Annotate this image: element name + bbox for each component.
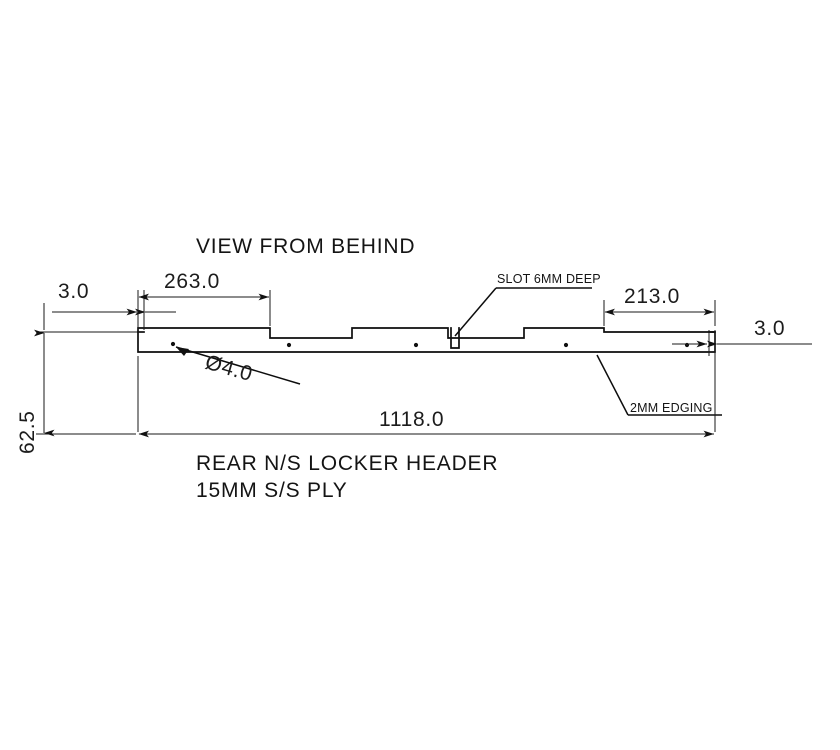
left-offset-dim-text: 3.0 <box>58 280 89 303</box>
dimension-right-offset: 3.0 <box>672 317 812 360</box>
part-name-label: REAR N/S LOCKER HEADER <box>196 452 498 475</box>
dimension-height: 62.5 <box>16 329 140 454</box>
dimension-right-segment: 213.0 <box>603 285 716 326</box>
material-label: 15MM S/S PLY <box>196 479 348 502</box>
hole-diameter-callout: Ø4.0 <box>175 346 301 386</box>
dimension-overall-length: 1118.0 <box>137 356 716 438</box>
slot-detail <box>450 327 460 349</box>
dimension-left-offset: 3.0 <box>43 280 176 330</box>
slot-note-label: SLOT 6MM DEEP <box>497 272 601 286</box>
right-offset-dim-text: 3.0 <box>754 317 785 340</box>
slot-callout: SLOT 6MM DEEP <box>454 272 601 337</box>
view-label: VIEW FROM BEHIND <box>196 235 415 258</box>
slot-leader-line <box>454 287 497 337</box>
height-dim-text: 62.5 <box>16 410 39 454</box>
overall-dim-text: 1118.0 <box>379 408 444 431</box>
hole-diameter-label: Ø4.0 <box>203 351 256 386</box>
hole-mark <box>286 342 292 348</box>
hole-mark <box>563 342 569 348</box>
edging-leader-line <box>596 354 629 416</box>
part-outline-group <box>137 327 716 353</box>
edging-callout: 2MM EDGING <box>596 354 722 416</box>
hole-leader-line <box>175 346 301 385</box>
hole-leader-arrowhead <box>176 347 189 356</box>
right-segment-dim-text: 213.0 <box>624 285 680 308</box>
dimension-left-segment: 263.0 <box>137 270 271 326</box>
hole-marks-group <box>170 341 690 348</box>
part-profile-outline <box>137 327 716 353</box>
edging-note-label: 2MM EDGING <box>630 401 713 415</box>
hole-mark <box>170 341 176 347</box>
hole-mark <box>413 342 419 348</box>
left-segment-dim-text: 263.0 <box>164 270 220 293</box>
